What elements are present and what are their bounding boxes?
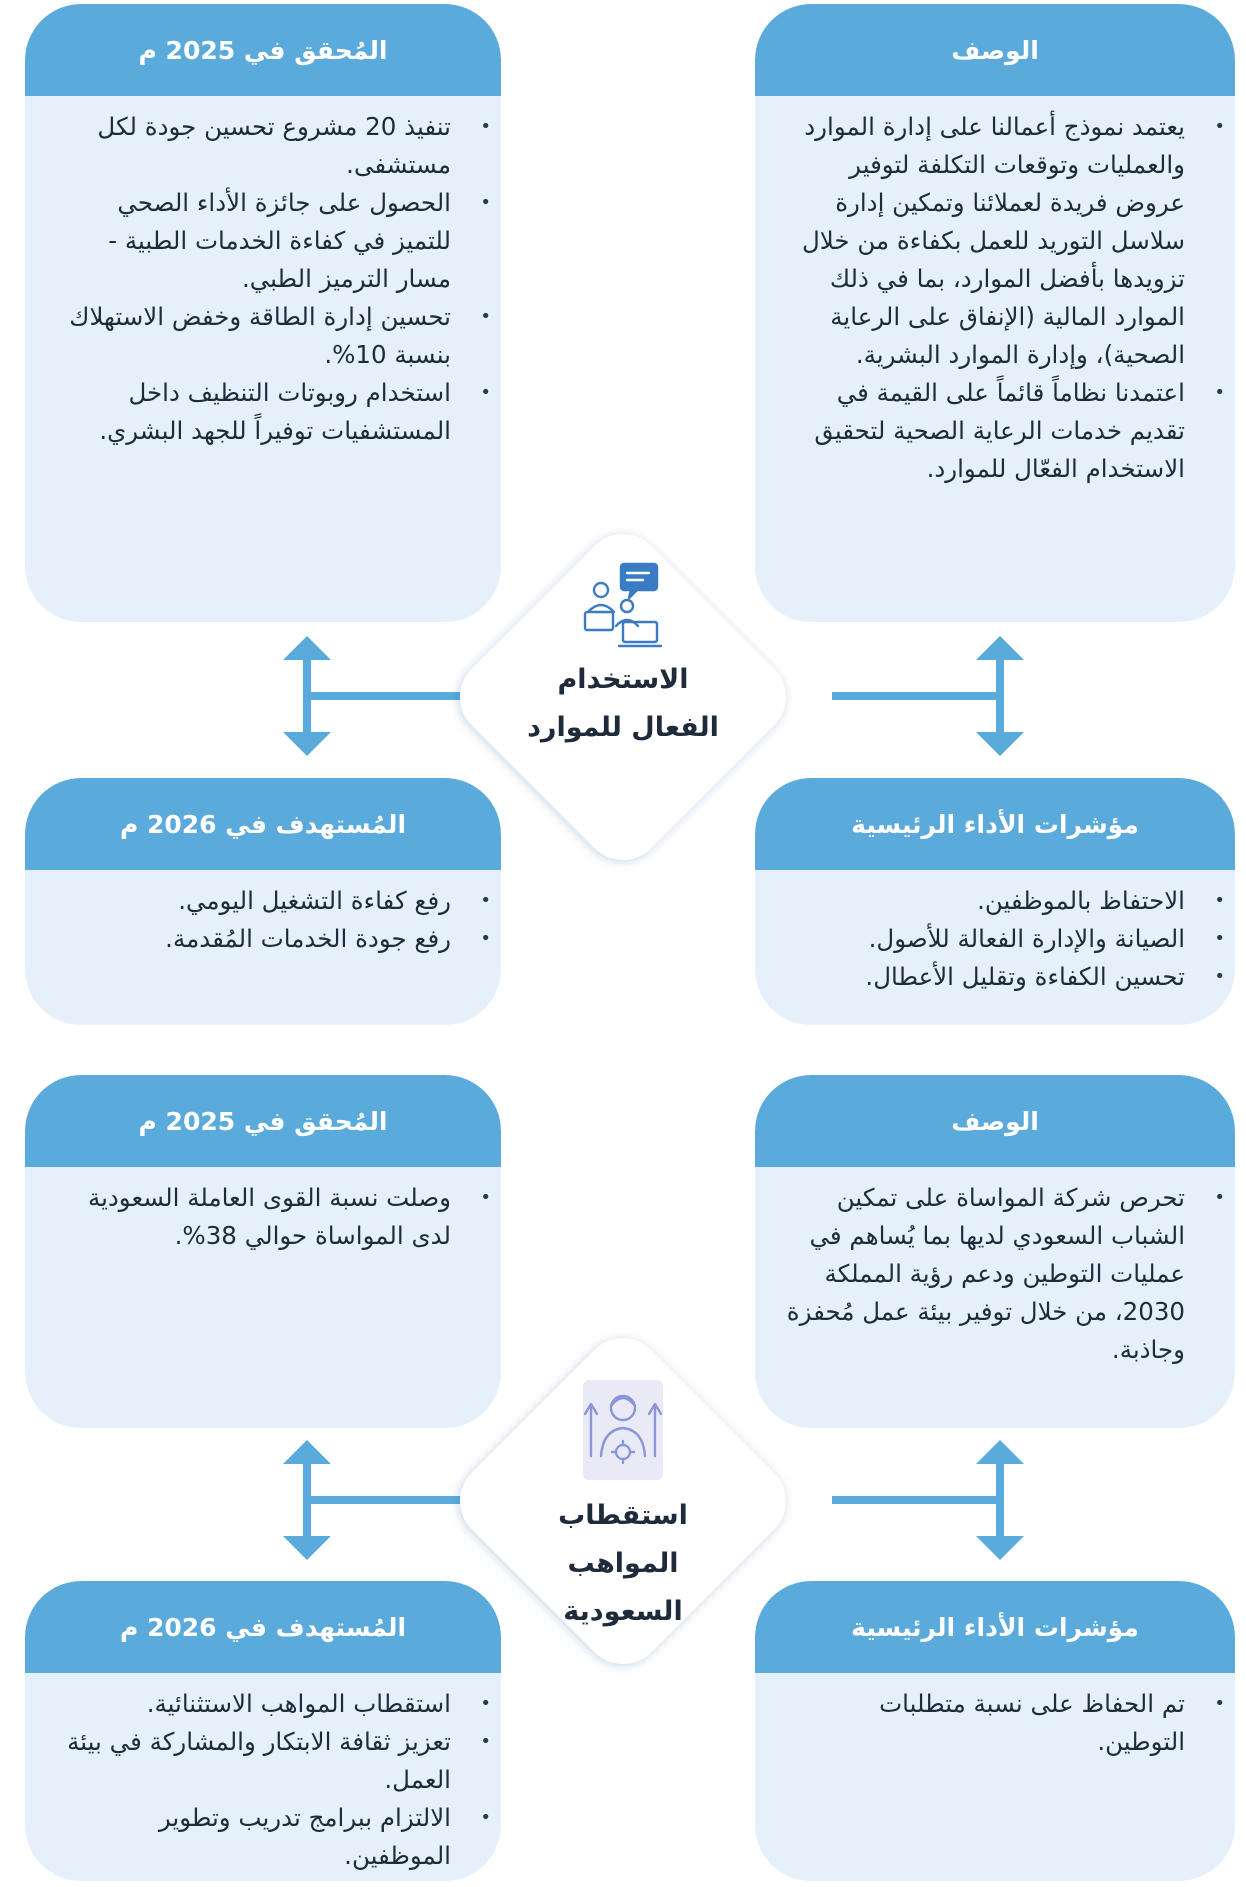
connector-left bbox=[283, 636, 475, 756]
card-title: المُحقق في 2025 م bbox=[25, 1075, 501, 1167]
list-item: وصلت نسبة القوى العاملة السعودية لدى الم… bbox=[55, 1179, 491, 1255]
connector-left bbox=[283, 1440, 475, 1560]
achieved-card: المُحقق في 2025 م وصلت نسبة القوى العامل… bbox=[25, 1075, 501, 1428]
list-item: تعزيز ثقافة الابتكار والمشاركة في بيئة ا… bbox=[55, 1723, 491, 1799]
list-item: تنفيذ 20 مشروع تحسين جودة لكل مستشفى. bbox=[55, 108, 491, 184]
card-list: وصلت نسبة القوى العاملة السعودية لدى الم… bbox=[25, 1167, 501, 1255]
list-item: الحصول على جائزة الأداء الصحي للتميز في … bbox=[55, 184, 491, 298]
card-title: مؤشرات الأداء الرئيسية bbox=[755, 1581, 1235, 1673]
list-item: تم الحفاظ على نسبة متطلبات التوطين. bbox=[785, 1685, 1225, 1761]
card-list: الاحتفاظ بالموظفين. الصيانة والإدارة الف… bbox=[755, 870, 1235, 996]
center-block: استقطاب المواهب السعودية bbox=[523, 1376, 723, 1636]
list-item: استخدام روبوتات التنظيف داخل المستشفيات … bbox=[55, 374, 491, 450]
card-list: تحرص شركة المواساة على تمكين الشباب السع… bbox=[755, 1167, 1235, 1369]
center-block: الاستخدام الفعال للموارد bbox=[498, 560, 748, 752]
description-card: الوصف تحرص شركة المواساة على تمكين الشبا… bbox=[755, 1075, 1235, 1428]
achieved-card: المُحقق في 2025 م تنفيذ 20 مشروع تحسين ج… bbox=[25, 4, 501, 622]
card-list: تنفيذ 20 مشروع تحسين جودة لكل مستشفى. ال… bbox=[25, 96, 501, 450]
list-item: رفع كفاءة التشغيل اليومي. bbox=[55, 882, 491, 920]
card-title: الوصف bbox=[755, 1075, 1235, 1167]
list-item: تحسين الكفاءة وتقليل الأعطال. bbox=[785, 958, 1225, 996]
description-card: الوصف يعتمد نموذج أعمالنا على إدارة المو… bbox=[755, 4, 1235, 622]
list-item: استقطاب المواهب الاستثنائية. bbox=[55, 1685, 491, 1723]
card-title: الوصف bbox=[755, 4, 1235, 96]
card-title: مؤشرات الأداء الرئيسية bbox=[755, 778, 1235, 870]
card-list: رفع كفاءة التشغيل اليومي. رفع جودة الخدم… bbox=[25, 870, 501, 958]
card-list: يعتمد نموذج أعمالنا على إدارة الموارد وا… bbox=[755, 96, 1235, 488]
list-item: رفع جودة الخدمات المُقدمة. bbox=[55, 920, 491, 958]
connector-right bbox=[832, 1440, 1024, 1560]
card-list: استقطاب المواهب الاستثنائية. تعزيز ثقافة… bbox=[25, 1673, 501, 1875]
card-title: المُحقق في 2025 م bbox=[25, 4, 501, 96]
people-meeting-icon bbox=[573, 560, 673, 656]
target-card: المُستهدف في 2026 م رفع كفاءة التشغيل ال… bbox=[25, 778, 501, 1025]
list-item: تحسين إدارة الطاقة وخفض الاستهلاك بنسبة … bbox=[55, 298, 491, 374]
center-label: استقطاب المواهب السعودية bbox=[558, 1500, 688, 1627]
center-label: الاستخدام الفعال للموارد bbox=[527, 664, 719, 743]
list-item: الصيانة والإدارة الفعالة للأصول. bbox=[785, 920, 1225, 958]
card-list: تم الحفاظ على نسبة متطلبات التوطين. bbox=[755, 1673, 1235, 1761]
list-item: يعتمد نموذج أعمالنا على إدارة الموارد وا… bbox=[785, 108, 1225, 374]
kpi-card: مؤشرات الأداء الرئيسية الاحتفاظ بالموظفي… bbox=[755, 778, 1235, 1025]
list-item: تحرص شركة المواساة على تمكين الشباب السع… bbox=[785, 1179, 1225, 1369]
connector-right bbox=[832, 636, 1024, 756]
list-item: اعتمدنا نظاماً قائماً على القيمة في تقدي… bbox=[785, 374, 1225, 488]
talent-growth-icon bbox=[577, 1376, 669, 1484]
card-title: المُستهدف في 2026 م bbox=[25, 1581, 501, 1673]
list-item: الالتزام ببرامج تدريب وتطوير الموظفين. bbox=[55, 1799, 491, 1875]
target-card: المُستهدف في 2026 م استقطاب المواهب الاس… bbox=[25, 1581, 501, 1881]
card-title: المُستهدف في 2026 م bbox=[25, 778, 501, 870]
kpi-card: مؤشرات الأداء الرئيسية تم الحفاظ على نسب… bbox=[755, 1581, 1235, 1881]
list-item: الاحتفاظ بالموظفين. bbox=[785, 882, 1225, 920]
